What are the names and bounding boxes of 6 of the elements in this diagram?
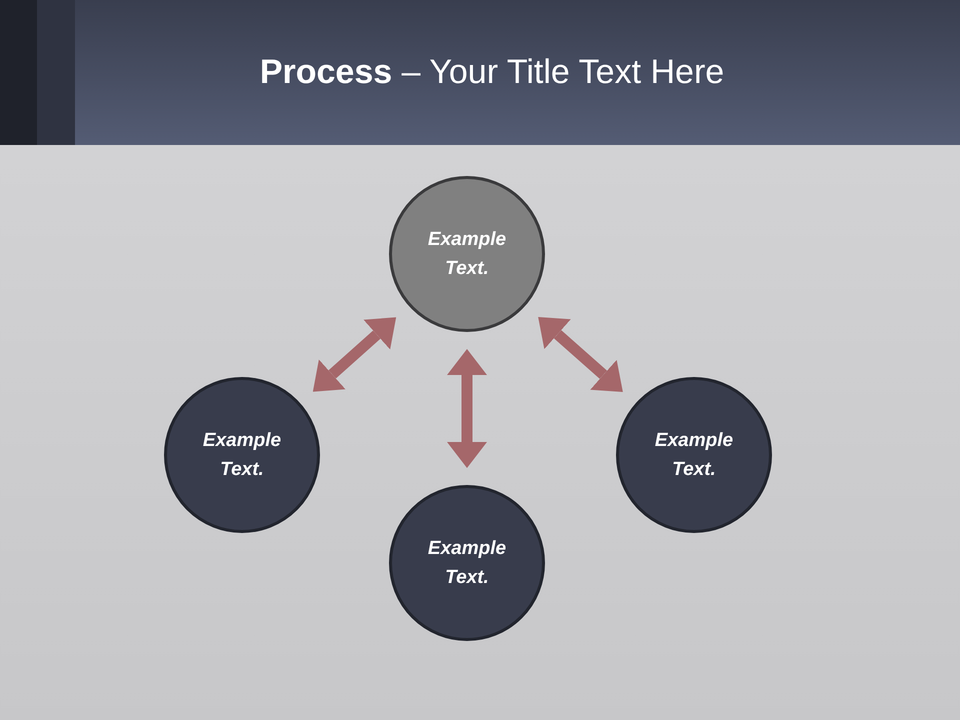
- slide-title: Process – Your Title Text Here: [258, 52, 724, 93]
- double-arrow: [447, 349, 487, 468]
- node-text: Example Text.: [426, 537, 508, 590]
- node-text: Example Text.: [654, 429, 734, 482]
- node-text: Example Text.: [202, 429, 282, 482]
- node-text: Example Text.: [426, 228, 508, 281]
